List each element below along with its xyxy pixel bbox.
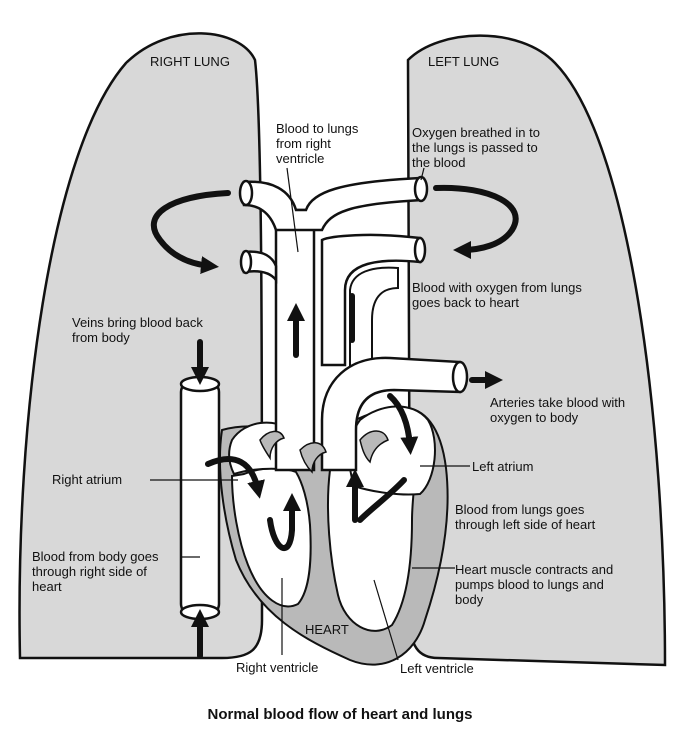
pulmonary-branch-left-end <box>238 179 254 207</box>
arrow-left-lung-loop <box>433 184 519 259</box>
right-atrium-label: Right atrium <box>52 472 122 487</box>
right-ventricle-label: Right ventricle <box>236 660 318 675</box>
pulmonary-branch-right-end <box>413 175 429 203</box>
left-atrium-label: Left atrium <box>472 459 533 474</box>
aorta-end <box>451 360 469 394</box>
diagram-title: Normal blood flow of heart and lungs <box>208 706 473 723</box>
blood-to-lungs-label: Blood to lungs from right ventricle <box>276 121 362 166</box>
flow-arrows <box>151 184 519 659</box>
pulmonary-branch-upper <box>242 176 424 232</box>
left-atrium-chamber <box>348 405 436 496</box>
leader-oxygen-breathed <box>420 167 425 181</box>
leader-blood-to-lungs <box>286 167 299 253</box>
blood-from-body-label: Blood from body goes through right side … <box>32 549 162 594</box>
leader-lines <box>150 167 470 661</box>
heart-muscle-label: Heart muscle contracts and pumps blood t… <box>455 562 617 607</box>
vena-cava-top <box>179 375 221 393</box>
oxygen-breathed-label: Oxygen breathed in to the lungs is passe… <box>412 125 544 170</box>
arrow-right-lung-loop <box>151 190 231 275</box>
left-lung <box>406 34 667 667</box>
valve-center <box>299 442 327 474</box>
valve-right <box>259 430 286 461</box>
pulmonary-vein-inner <box>349 266 399 371</box>
leader-left-ventricle <box>373 579 399 661</box>
right-lung-label: RIGHT LUNG <box>150 54 230 69</box>
blood-with-oxygen-label: Blood with oxygen from lungs goes back t… <box>412 280 585 310</box>
vena-cava <box>179 380 221 616</box>
pulmonary-vein-right <box>320 233 422 367</box>
veins-bring-label: Veins bring blood back from body <box>72 315 206 345</box>
arrow-left-ventricle <box>357 477 407 523</box>
pulmonary-vein-right-end <box>413 236 427 264</box>
arteries-take-label: Arteries take blood with oxygen to body <box>490 395 629 425</box>
arrow-ventricle-right <box>267 493 301 552</box>
heart-label: HEART <box>305 622 349 637</box>
valve-left <box>359 430 389 464</box>
pulmonary-vein-left-end <box>239 249 253 275</box>
left-lung-label: LEFT LUNG <box>428 54 499 69</box>
left-ventricle-label: Left ventricle <box>400 661 474 676</box>
arrow-atrium-right <box>205 456 265 499</box>
arrow-left-atrium <box>387 393 419 455</box>
blood-from-lungs-label: Blood from lungs goes through left side … <box>455 502 596 532</box>
